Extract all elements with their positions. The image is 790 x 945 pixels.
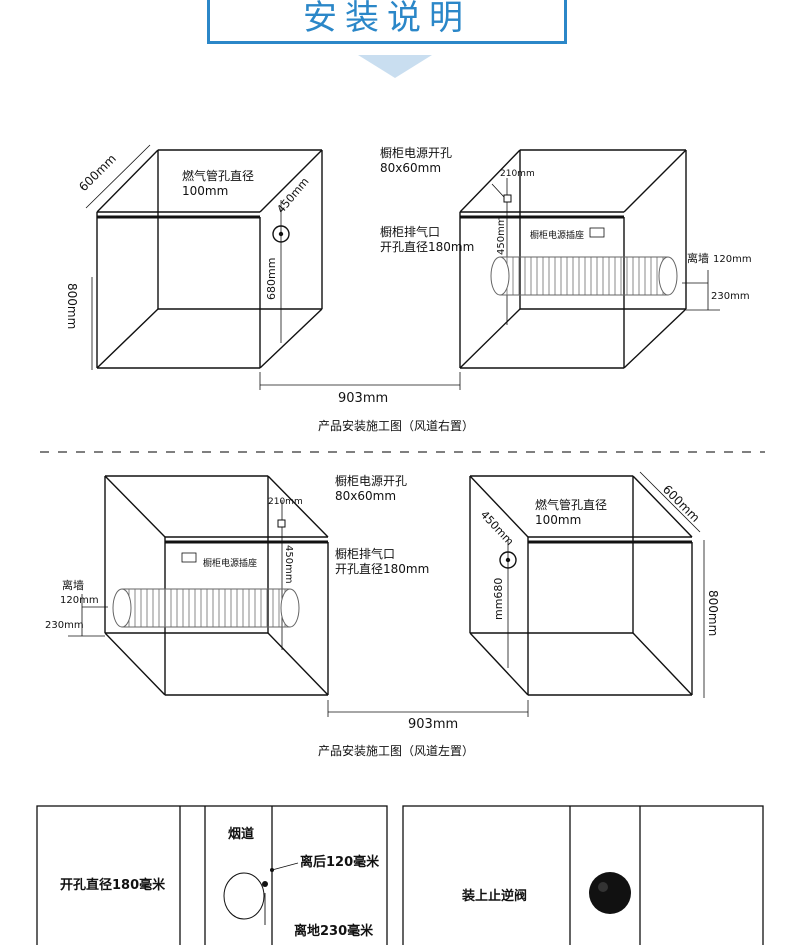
top-right-exhaust-label: 橱柜排气口: [380, 224, 440, 239]
top-left-gas-value: 100mm: [182, 184, 228, 198]
bottom-width: 903mm: [408, 717, 458, 732]
panel2-ground: 离地230毫米: [294, 923, 374, 939]
top-left-height: 800mm: [65, 283, 79, 329]
bottom-caption: 产品安装施工图（风道左置）: [318, 743, 474, 758]
bottom-left-cabinet: [104, 475, 329, 696]
detail-panels: [36, 805, 764, 945]
bottom-diagram: [68, 471, 705, 717]
bottom-left-exhaust-label: 橱柜排气口: [335, 546, 395, 561]
panel3-label: 装上止逆阀: [461, 888, 527, 904]
bottom-right-gas-label: 燃气管孔直径: [535, 497, 607, 512]
panel2-back: 离后120毫米: [300, 854, 380, 870]
bottom-right-680: mm680: [492, 578, 505, 620]
panel1-label: 开孔直径180毫米: [60, 877, 166, 893]
bottom-left-230: 230mm: [45, 620, 84, 631]
bottom-left-wall-label: 离墙: [62, 578, 84, 592]
bottom-right-gas-value: 100mm: [535, 513, 581, 527]
top-diagram: [85, 144, 720, 390]
check-valve-icon: [589, 872, 631, 914]
top-left-depth: 600mm: [76, 151, 119, 194]
bottom-left-power-label: 橱柜电源开孔: [335, 474, 407, 488]
bottom-right-cabinet: [469, 475, 693, 696]
top-exhaust-duct: [499, 256, 669, 296]
top-left-cabinet: [96, 149, 323, 369]
bottom-left-power-value: 80x60mm: [335, 489, 396, 503]
down-arrow-icon: [358, 55, 432, 78]
title-box: 安装说明: [207, 0, 567, 44]
bottom-left-210: 210mm: [268, 497, 303, 507]
top-caption: 产品安装施工图（风道右置）: [318, 418, 474, 433]
top-right-cabinet: [459, 149, 687, 369]
panel2-title: 烟道: [228, 826, 254, 842]
top-right-power-label: 橱柜电源开孔: [380, 146, 452, 160]
top-right-exhaust-value: 开孔直径180mm: [380, 240, 474, 254]
top-right-power-value: 80x60mm: [380, 161, 441, 175]
top-left-gas-label: 燃气管孔直径: [182, 168, 254, 183]
bottom-right-depth: 600mm: [660, 482, 703, 525]
bottom-left-450: 450mm: [283, 545, 294, 584]
bottom-right-height: 800mm: [706, 590, 720, 636]
top-right-450: 450mm: [496, 216, 507, 255]
top-left-680: 680mm: [265, 258, 278, 300]
bottom-left-socket: 橱柜电源插座: [203, 557, 257, 569]
top-right-210: 210mm: [500, 169, 535, 179]
top-right-wall-label: 离墙: [687, 251, 709, 265]
top-left-450: 450mm: [274, 175, 311, 216]
bottom-exhaust-duct: [121, 588, 291, 628]
top-width: 903mm: [338, 391, 388, 406]
bottom-left-exhaust-value: 开孔直径180mm: [335, 562, 429, 576]
bottom-left-120: 120mm: [60, 595, 99, 606]
top-right-socket: 橱柜电源插座: [530, 229, 584, 241]
top-right-230: 230mm: [711, 291, 750, 302]
bottom-right-450: 450mm: [478, 508, 516, 548]
page-title: 安装说明: [303, 0, 471, 38]
top-right-120: 120mm: [713, 254, 752, 265]
